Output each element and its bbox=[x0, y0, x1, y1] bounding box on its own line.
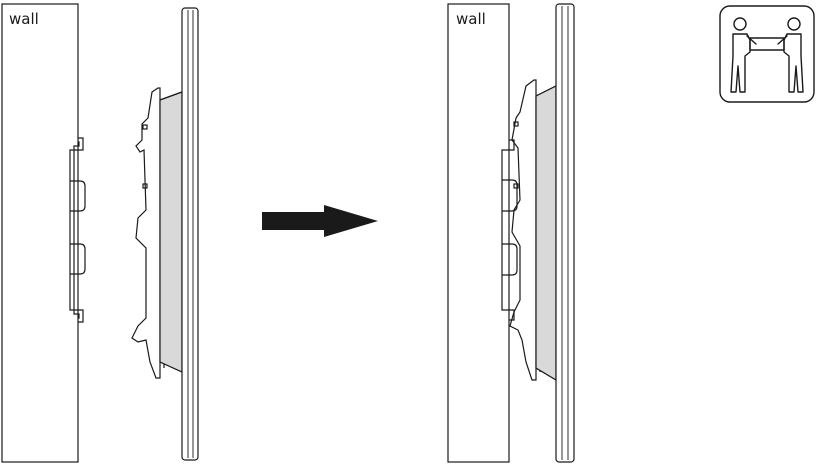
tv-panel-right bbox=[535, 3, 575, 463]
wall-label-left: wall bbox=[9, 10, 39, 28]
wall-right bbox=[447, 3, 510, 463]
right-arrow-icon bbox=[262, 205, 378, 237]
before-scene: wall bbox=[1, 3, 199, 463]
wall-label-right: wall bbox=[456, 10, 486, 28]
after-scene: wall bbox=[447, 3, 575, 463]
tv-panel-left bbox=[159, 7, 199, 461]
two-person-lift-icon bbox=[719, 5, 815, 103]
wall-left bbox=[1, 3, 79, 463]
wall-plate-left bbox=[69, 137, 86, 323]
